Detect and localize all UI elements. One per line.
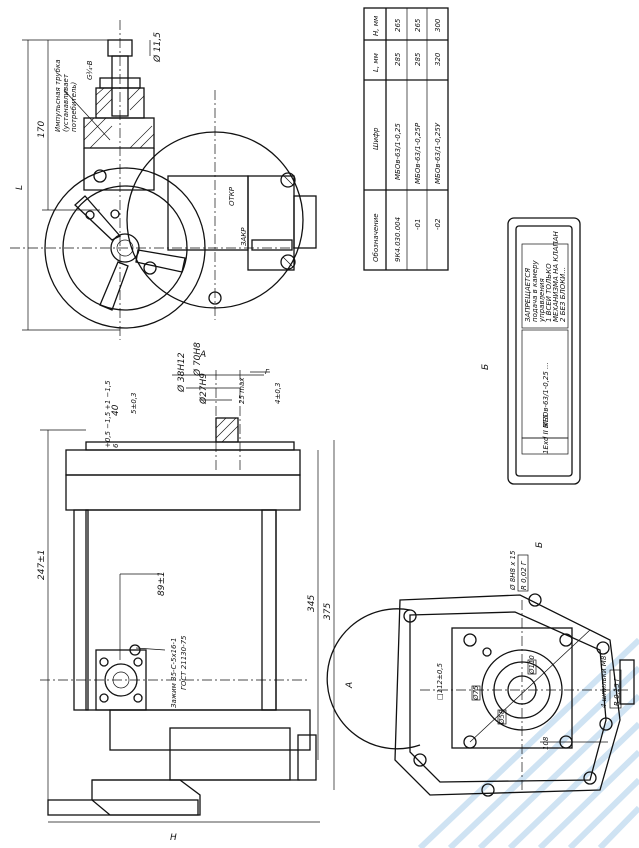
- dim-L: L: [15, 185, 25, 190]
- table-row-2-h: 265: [414, 18, 422, 32]
- bolt-tol-box: R 0,15 Г: [613, 676, 621, 706]
- bottom-view-labels: Ø 8H8 x 15 R 0,02 Г 4 шпильки М8 R 0,15 …: [436, 542, 622, 750]
- dim-108: 108: [542, 736, 550, 750]
- close-label: ЗАКР: [240, 227, 248, 246]
- dim-d11-5: Ø 11,5: [152, 32, 163, 63]
- table-row-3-l: 320: [434, 52, 442, 66]
- nameplate-model: МБОв-63/1-0,25 ...: [542, 362, 550, 428]
- hole-spec: Ø 8H8 x 15: [509, 550, 517, 591]
- flange-square: [451, 627, 573, 749]
- table-row-2-designation: -01: [414, 219, 422, 230]
- pipe-note-1: Импульсная трубка: [54, 60, 62, 133]
- table-row-1-code: МБОв-63/1-0,25: [394, 123, 402, 180]
- warning-line-4: 1 ВСЕЙ ТОЛЬКО: [544, 263, 553, 322]
- nameplate-view-label: Б: [481, 364, 491, 370]
- table-header-l: L, мм: [372, 52, 380, 72]
- spec-table: [363, 7, 449, 271]
- dim-89: 89±1: [157, 571, 167, 596]
- center-label-75: Ø75: [472, 685, 480, 701]
- dim-247: 247±1: [37, 550, 47, 580]
- dim-170: 170: [37, 121, 47, 138]
- dim-5-0-3: 5±0,3: [130, 393, 138, 414]
- table-row-2-l: 285: [414, 52, 422, 66]
- dim-4-0-3: 4±0,3: [274, 383, 282, 404]
- section-a-top: А: [199, 350, 206, 360]
- top-view: [10, 20, 317, 340]
- pipe-note-3: потребитель): [70, 81, 78, 132]
- table-row-2-code: МБОв-63/1-0,25Р: [414, 122, 422, 184]
- table-row-1-designation: 9К4.030.004: [394, 217, 402, 262]
- dim-d38h12: Ø 38H12: [176, 352, 187, 393]
- dim-375: 375: [323, 603, 333, 620]
- open-label: ОТКР: [228, 186, 236, 206]
- table-row-3-h: 300: [434, 18, 442, 32]
- table-header-code: Шифр: [372, 127, 380, 150]
- nameplate-outline: [507, 217, 581, 485]
- clamp-note-1: Зажим 35-С-5х16-1: [170, 638, 178, 708]
- table-row-3-designation: -02: [434, 218, 442, 230]
- center-label-110: Ø110: [528, 655, 536, 675]
- nameplate-ex-mark: 1Exd II BT5: [542, 414, 550, 454]
- dim-d27h9: Ø27H9: [198, 373, 209, 405]
- table-row-1-l: 285: [394, 52, 402, 66]
- warning-line-5: МЕХАНИЗМА НА КЛАПАН: [552, 231, 560, 322]
- pipe-note-2: (устанавливает: [62, 73, 70, 132]
- warning-line-2: подача в камеру: [531, 259, 539, 322]
- front-view: [40, 370, 335, 823]
- front-view-labels: А Г Ø 70H8 Ø 38H12 Ø27H9 25 max 4±0,3 40…: [37, 342, 355, 843]
- dim-d70h8: Ø 70H8: [192, 342, 203, 377]
- table-header-designation: Обозначение: [372, 213, 380, 262]
- dim-40-tol: +1 −1,5: [104, 380, 112, 410]
- dim-112: □112±0,5: [436, 662, 444, 700]
- dim-h: H: [170, 833, 177, 843]
- warning-line-1: ЗАПРЕЩАЕТСЯ: [524, 268, 532, 322]
- dim-6: 6: [112, 443, 120, 448]
- top-view-labels: L 170 Ø 11,5 G¾-B Импульсная трубка (уст…: [15, 32, 248, 246]
- bottom-view: [326, 593, 635, 797]
- section-a-side: А: [345, 682, 355, 689]
- section-b-label: Б: [535, 542, 545, 548]
- center-label-58: Ø58: [498, 709, 506, 725]
- warning-line-6: 2 БЕЗ БЛОКИ...: [559, 267, 567, 322]
- hole-tol-box: R 0,02 Г: [520, 560, 528, 590]
- dim-6-tol: +0,5 −1,5: [104, 411, 112, 448]
- thread-label: G¾-B: [86, 60, 94, 80]
- dim-25max: 25 max: [238, 377, 246, 404]
- table-row-3-code: МБОв-63/1-0,25У: [434, 122, 442, 184]
- dim-40: 40: [111, 404, 121, 416]
- spec-table-text: Обозначение Шифр L, мм H, мм 9К4.030.004…: [372, 15, 442, 262]
- nameplate-view: Б МБОв-63/1-0,25 ... 1Exd II BT5 ЗАПРЕЩА…: [481, 217, 581, 485]
- table-row-1-h: 265: [394, 18, 402, 32]
- clamp-note-2: ГОСТ 21130-75: [180, 635, 188, 690]
- dim-345: 345: [307, 595, 317, 612]
- warning-line-3: управления: [538, 278, 546, 323]
- table-header-h: H, мм: [372, 15, 380, 36]
- bolt-spec: 4 шпильки М8: [600, 655, 608, 708]
- marker-g-front: Г: [265, 368, 270, 376]
